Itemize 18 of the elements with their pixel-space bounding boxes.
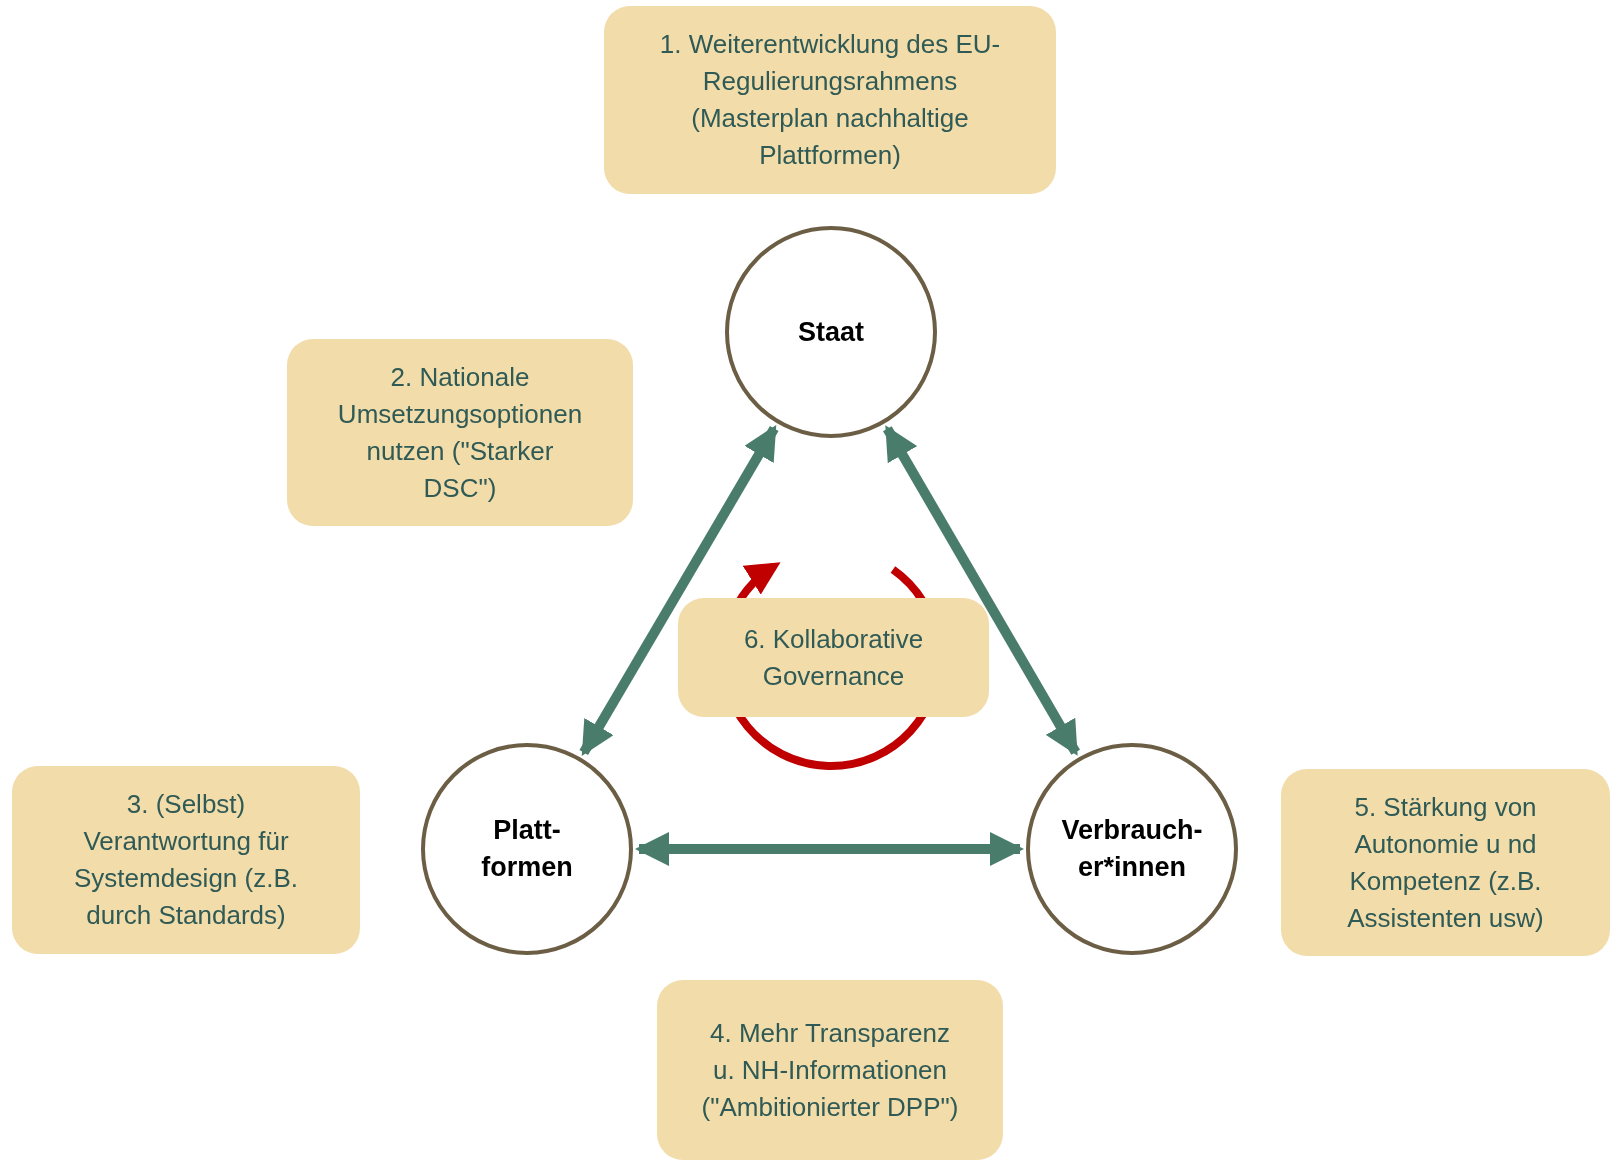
actor-label: Platt- formen [480, 814, 574, 884]
measure-text: 4. Mehr Transparenz u. NH-Informationen ("Ambitionierter DPP") [701, 1016, 959, 1124]
actor-label: Verbrauch- er*innen [1060, 814, 1204, 884]
measure-box [657, 980, 1003, 1160]
measure-text: 2. Nationale Umsetzungsoptionen nutzen ("Starker DSC") [336, 360, 584, 505]
measure-box [678, 598, 989, 717]
measure-box [604, 6, 1056, 194]
measure-box [1281, 769, 1610, 956]
double-arrow [883, 425, 1080, 756]
measure-text: 1. Weiterentwicklung des EU-Regulierungsrahmens (Masterplan nachhaltige Plattformen) [658, 28, 1002, 172]
double-arrow [579, 425, 779, 756]
actor-label: Staat [797, 315, 865, 349]
measure-box [287, 339, 633, 526]
measure-text: 3. (Selbst) Verantwortung für Systemdesign (z.B. durch Standards) [73, 788, 299, 932]
measure-text: 6. Kollaborative Governance [742, 622, 925, 693]
measure-text: 5. Stärkung von Autonomie u nd Kompetenz (z.B. Assistenten usw) [1346, 790, 1545, 935]
measure-box [12, 766, 360, 954]
double-arrow [635, 832, 1024, 866]
